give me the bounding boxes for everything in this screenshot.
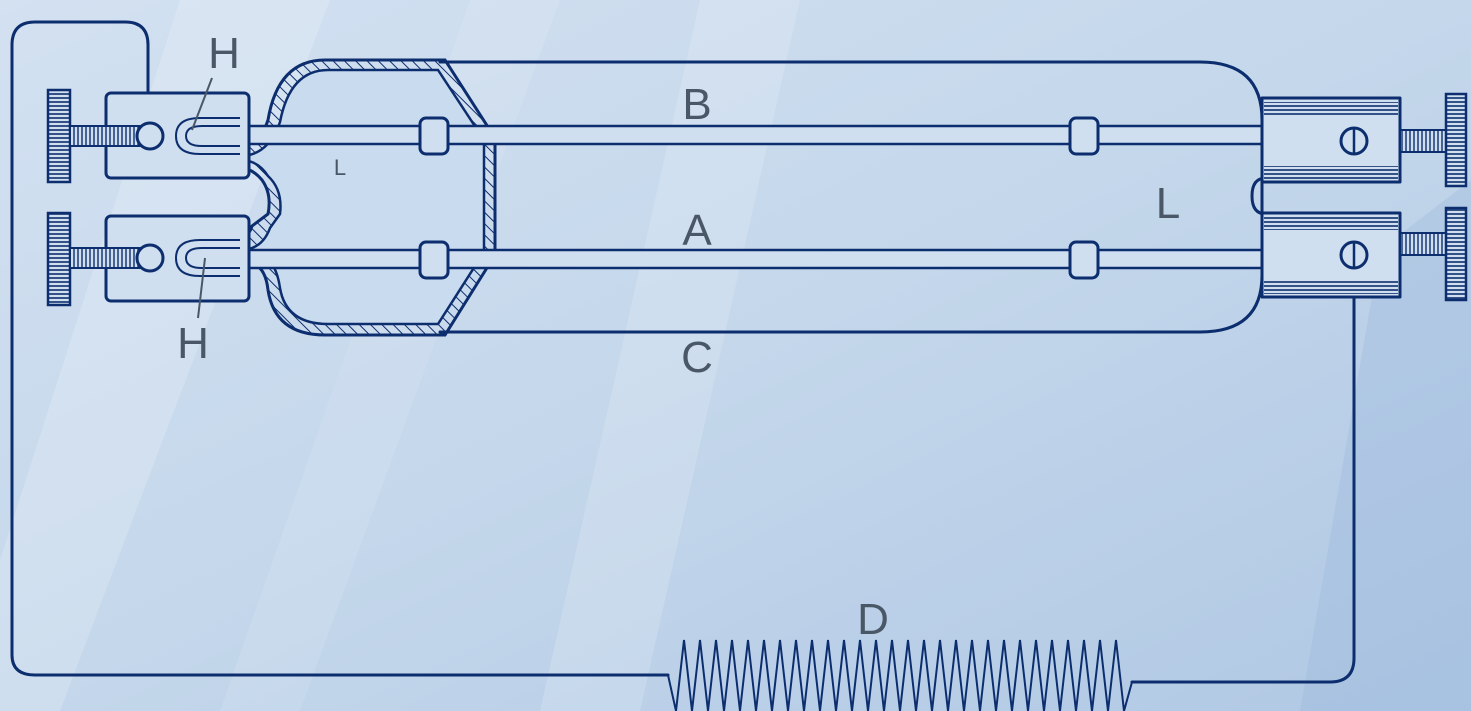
label-a: A xyxy=(682,206,712,255)
circuit-wire-left xyxy=(10,20,670,677)
wire-b-clamp-right xyxy=(1068,116,1100,156)
right-screw-shaft-bottom xyxy=(1399,232,1447,256)
right-terminal-block-top-ridges xyxy=(1264,102,1398,116)
left-screw-tip-top xyxy=(135,121,165,151)
background-facet xyxy=(1300,180,1471,711)
label-l-large: L xyxy=(1156,179,1180,228)
right-block-face-top xyxy=(1264,116,1398,166)
label-c: C xyxy=(681,333,713,382)
contact-h-bottom xyxy=(174,239,240,277)
wire-a xyxy=(228,248,1266,270)
label-d: D xyxy=(857,595,889,644)
right-terminal-block-bottom-ridges xyxy=(1264,216,1398,230)
contact-h-top-inner xyxy=(184,125,240,147)
left-screw-knob-bottom xyxy=(46,211,72,307)
circuit-wire-right xyxy=(1130,253,1356,684)
right-screw-knob-bottom xyxy=(1444,206,1468,302)
contact-h-bottom-inner xyxy=(184,247,240,269)
right-terminal-block-top-ridges-bottom xyxy=(1264,166,1398,180)
wire-b xyxy=(228,124,1266,146)
label-b: B xyxy=(682,80,711,129)
tube-outer xyxy=(438,60,1264,334)
leader-h-bottom xyxy=(197,257,206,319)
right-screw-knob-top xyxy=(1444,92,1468,188)
wire-a-clamp-right xyxy=(1068,240,1100,280)
right-terminal-block-bottom-ridges-bottom xyxy=(1264,280,1398,294)
wire-a-clamp-left xyxy=(418,240,450,280)
right-screw-shaft-top xyxy=(1399,129,1447,153)
contact-h-top xyxy=(174,117,240,155)
background-facet xyxy=(540,0,800,711)
label-h-bottom: H xyxy=(177,319,209,368)
right-block-face-bottom xyxy=(1264,230,1398,280)
right-link xyxy=(1250,176,1268,216)
label-l-small: L xyxy=(334,155,346,180)
resistance-coil xyxy=(667,639,1133,711)
wire-b-clamp-left xyxy=(418,116,450,156)
label-h-top: H xyxy=(208,29,240,78)
leader-h-top xyxy=(191,77,213,131)
left-screw-tip-bottom xyxy=(135,243,165,273)
left-screw-knob-top xyxy=(46,88,72,184)
